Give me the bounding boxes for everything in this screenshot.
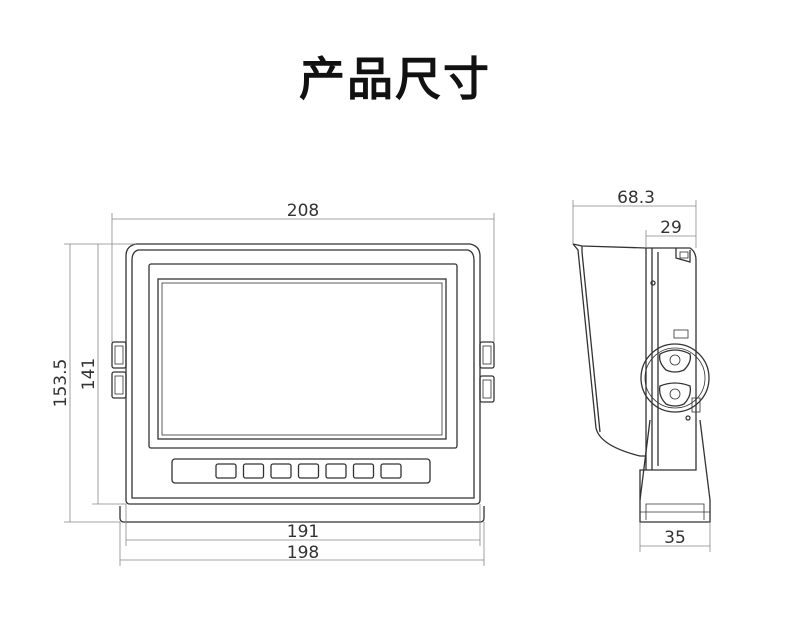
dim-base-outer: 198: [287, 543, 319, 563]
left-knob-bottom: [111, 371, 127, 399]
dim-depth-body: 29: [660, 218, 682, 238]
dim-base-inner: 191: [287, 522, 319, 542]
right-knob-bottom: [479, 375, 495, 403]
front-button: [270, 463, 292, 479]
side-dimensions: [572, 200, 711, 552]
base-stand: [119, 506, 485, 523]
bracket-arm: [639, 419, 711, 523]
sun-hood: [572, 243, 646, 457]
front-button: [242, 463, 265, 479]
monitor-bezel: [131, 249, 475, 499]
dim-depth-total: 68.3: [617, 188, 655, 208]
dim-width-outer: 208: [287, 201, 319, 221]
side-view: [572, 243, 711, 523]
dim-height-inner: 141: [79, 358, 99, 390]
front-button: [325, 463, 347, 479]
front-button: [352, 463, 375, 479]
front-button: [215, 463, 237, 479]
screen-frame: [148, 263, 458, 449]
front-dimensions: [64, 213, 495, 566]
monitor-housing: [125, 243, 481, 505]
front-button: [297, 463, 320, 479]
side-body: [639, 247, 697, 500]
dim-height-outer: 153.5: [51, 359, 71, 408]
button-strip: [171, 458, 431, 484]
adjust-knob: [640, 343, 710, 413]
left-knob-top: [111, 341, 127, 369]
dim-base-depth: 35: [664, 528, 686, 548]
screen: [157, 278, 447, 440]
button-row: [215, 463, 402, 479]
front-view: [111, 243, 495, 523]
page-title: 产品尺寸: [299, 52, 491, 106]
front-button: [380, 463, 402, 479]
right-knob-top: [479, 341, 495, 369]
